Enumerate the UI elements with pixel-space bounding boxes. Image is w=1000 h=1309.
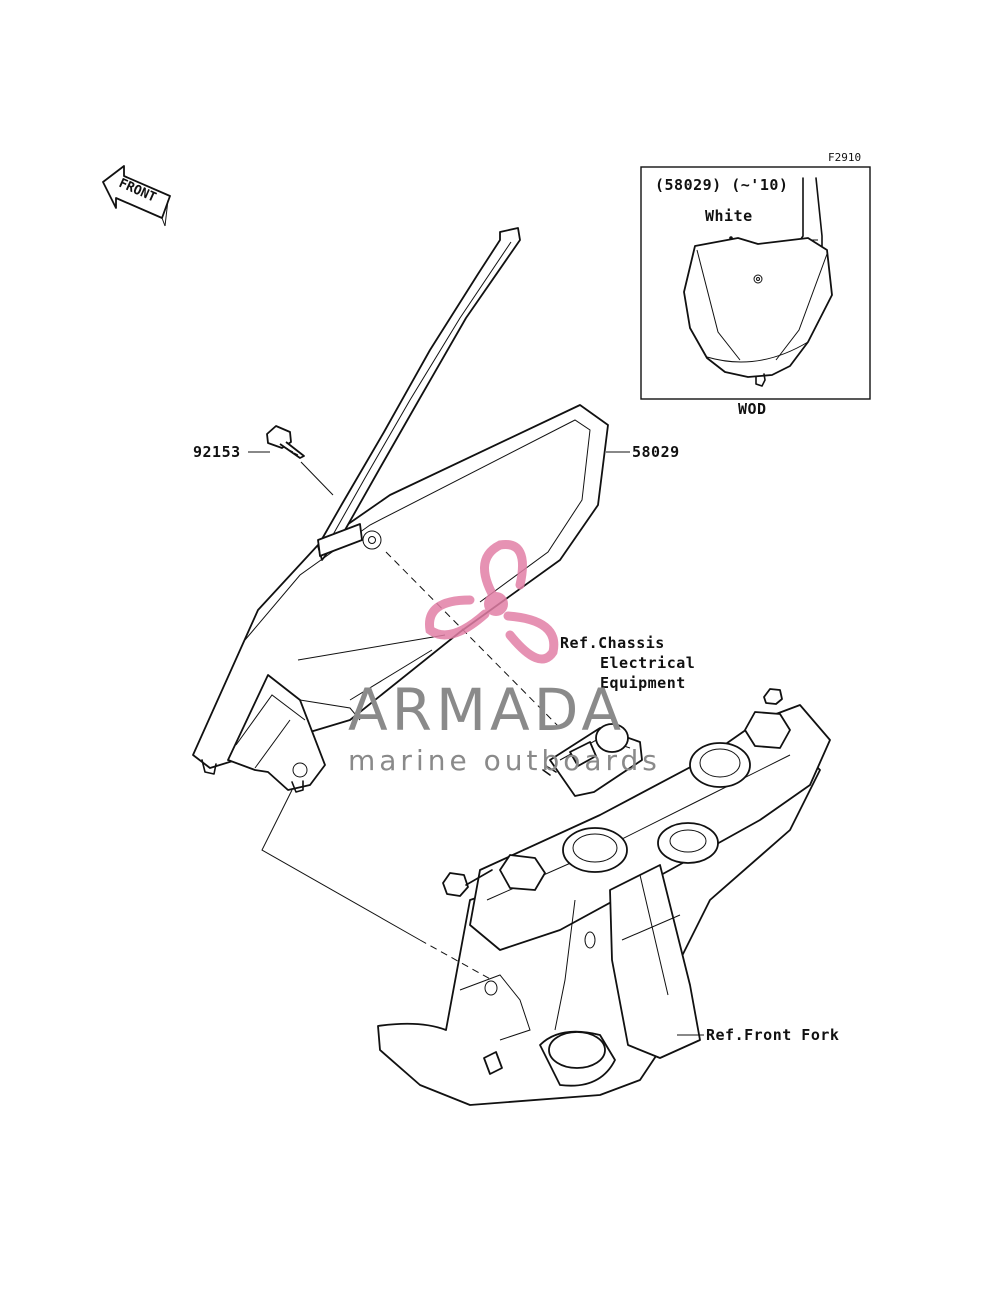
callout-92153: 92153	[193, 443, 241, 461]
inset-header: (58029) (~'10)	[655, 176, 788, 194]
inset-color-note: White	[705, 207, 753, 225]
front-arrow-icon	[102, 165, 171, 227]
ref-line-lower-plate	[261, 789, 421, 941]
watermark-brand: ARMADA	[348, 676, 625, 744]
front-fork-assembly	[377, 688, 831, 1106]
ref-line-to-frame	[419, 939, 493, 981]
strap	[317, 227, 521, 561]
watermark-logo-icon	[425, 540, 559, 664]
callout-chassis-line1: Ref.Chassis	[560, 634, 665, 652]
ref-line-plate-to-switch	[385, 551, 561, 729]
inset-panel	[640, 166, 871, 400]
leader-bolt-to-plate	[300, 461, 334, 496]
watermark-tagline: marine outboards	[348, 744, 661, 777]
bolt-92153	[266, 425, 305, 459]
callout-chassis-line3: Equipment	[600, 674, 686, 692]
number-plate-58029	[192, 404, 609, 793]
inset-caption: WOD	[738, 400, 767, 418]
callout-chassis-line2: Electrical	[600, 654, 695, 672]
diagram-code: F2910	[828, 151, 861, 164]
callout-front-fork: Ref.Front Fork	[706, 1026, 839, 1044]
switch-component	[542, 723, 643, 797]
callout-58029: 58029	[632, 443, 680, 461]
